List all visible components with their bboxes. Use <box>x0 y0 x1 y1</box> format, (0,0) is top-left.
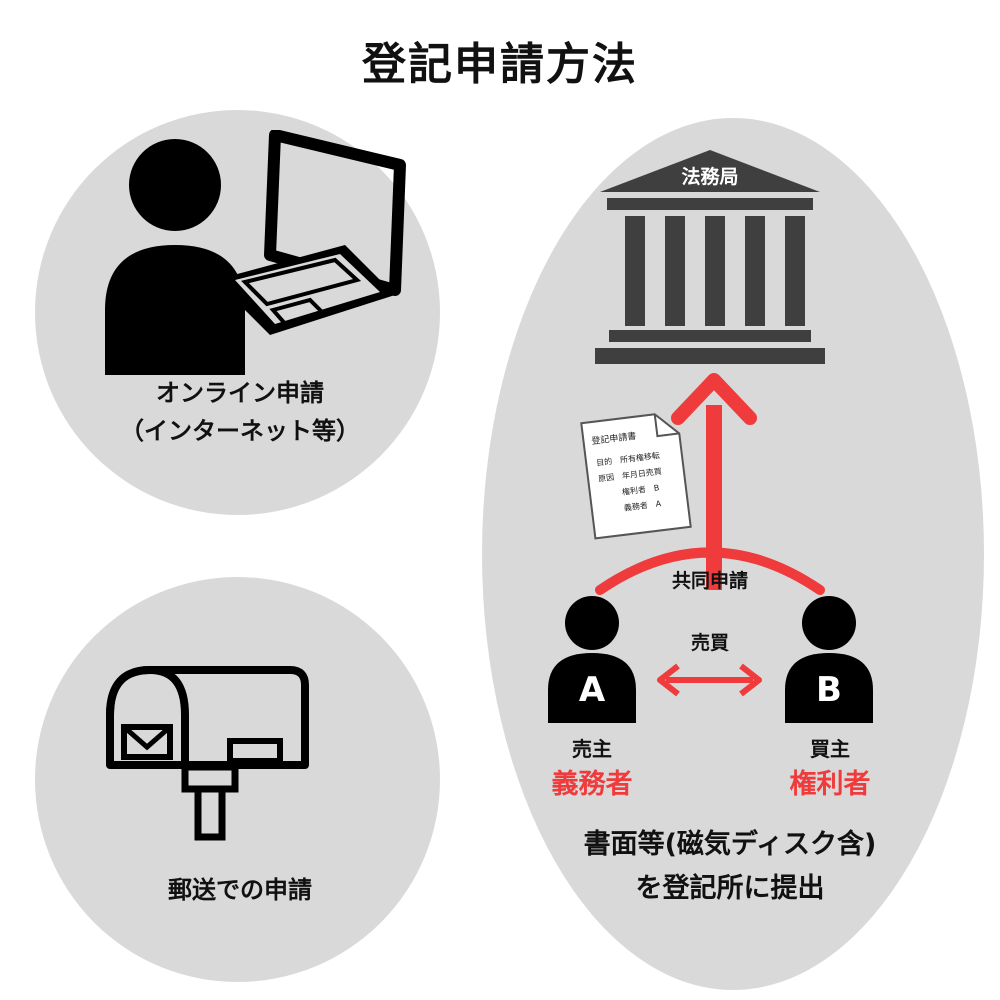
person-laptop-icon <box>105 130 406 375</box>
joint-application-arc <box>595 547 825 595</box>
seller-role: 売主 <box>572 737 612 761</box>
buyer-letter: B <box>816 670 842 710</box>
application-document: 登記申請書 目的 所有権移転 原因 年月日売買 権利者 B 義務者 A <box>579 409 693 540</box>
paper-caption-line1: 書面等(磁気ディスク含) <box>583 829 877 860</box>
legal-bureau-label: 法務局 <box>681 166 739 188</box>
buyer-person-icon <box>785 596 873 723</box>
seller-letter: A <box>578 670 606 710</box>
joint-application-label: 共同申請 <box>671 570 748 592</box>
mail-label: 郵送での申請 <box>168 876 312 904</box>
page-title: 登記申請方法 <box>362 39 638 90</box>
sale-label: 売買 <box>690 632 729 654</box>
legal-bureau-building-icon <box>595 150 825 364</box>
seller-legal-role: 義務者 <box>551 769 633 800</box>
buyer-role: 買主 <box>810 737 850 761</box>
person-head <box>129 139 221 231</box>
submit-arrow <box>671 373 757 590</box>
person-body <box>105 245 245 375</box>
paper-caption-line2: を登記所に提出 <box>635 873 825 904</box>
mailbox-icon <box>106 665 309 841</box>
sale-double-arrow <box>657 663 762 697</box>
online-label-line2: （インターネット等） <box>120 417 360 445</box>
buyer-legal-role: 権利者 <box>789 769 871 800</box>
online-label-line1: オンライン申請 <box>156 379 324 407</box>
laptop-screen <box>264 130 406 296</box>
seller-person-icon <box>548 596 636 723</box>
